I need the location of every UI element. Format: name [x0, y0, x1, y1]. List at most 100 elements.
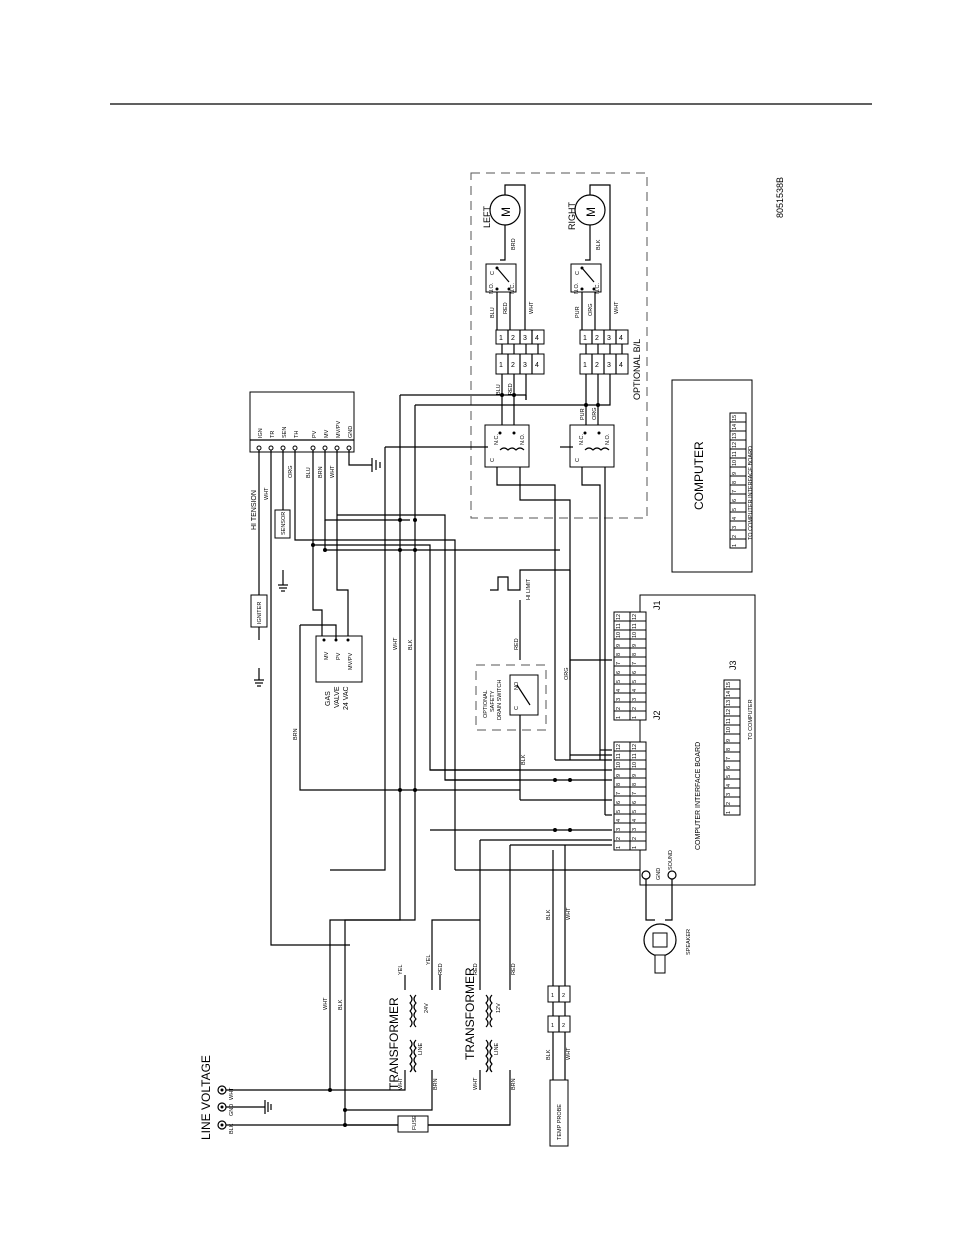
svg-text:BRN: BRN: [318, 466, 324, 478]
svg-text:BLK: BLK: [408, 639, 414, 650]
connector-pin-label: 3: [616, 698, 622, 701]
svg-text:N.C.: N.C.: [510, 283, 516, 294]
connector-pin-label: 10: [726, 727, 732, 733]
connector-pin-label: 10: [616, 762, 622, 768]
connector-pin-label: 1: [616, 716, 622, 719]
svg-text:1: 1: [551, 993, 554, 999]
svg-text:1: 1: [583, 335, 587, 342]
connector-pin-label: 8: [732, 481, 738, 484]
svg-text:WHT: WHT: [529, 301, 535, 314]
connector-pin-label: 11: [632, 623, 638, 629]
svg-text:GND: GND: [656, 868, 662, 880]
connector-pin-label: 11: [632, 753, 638, 759]
svg-text:YEL: YEL: [398, 965, 404, 975]
svg-text:WHT: WHT: [566, 1047, 572, 1060]
svg-text:RED: RED: [508, 383, 514, 395]
connector-pin-label: 6: [632, 801, 638, 804]
drain-switch-dashed-box: [475, 664, 547, 731]
connector-pin-label: 15: [726, 682, 732, 688]
right-motor: M RIGHT: [567, 194, 606, 230]
line-voltage-title: LINE VOLTAGE: [199, 1055, 213, 1140]
connector-pin-label: 6: [632, 671, 638, 674]
ground-icon: [278, 570, 288, 592]
svg-text:TO COMPUTER INTERFACE BOARD: TO COMPUTER INTERFACE BOARD: [748, 446, 754, 540]
connector-pin-label: 5: [632, 810, 638, 813]
connector-pin-label: 1: [616, 846, 622, 849]
svg-text:TEMP PROBE: TEMP PROBE: [557, 1104, 563, 1140]
svg-text:BLU: BLU: [496, 384, 502, 395]
svg-text:BRN: BRN: [293, 728, 299, 740]
svg-text:WHT: WHT: [614, 301, 620, 314]
svg-text:COMPUTER INTERFACE BOARD: COMPUTER INTERFACE BOARD: [695, 742, 702, 850]
left-motor: M LEFT: [482, 194, 521, 228]
connector-pin-label: 3: [726, 793, 732, 796]
svg-text:ORG: ORG: [564, 667, 570, 680]
connector-pin-label: 9: [726, 739, 732, 742]
svg-text:WHT: WHT: [393, 637, 399, 650]
connector-pin-label: 12: [616, 744, 622, 750]
svg-text:4: 4: [535, 362, 539, 369]
connector-pin-label: 10: [616, 632, 622, 638]
svg-text:C: C: [575, 271, 581, 275]
connector-pin-label: 7: [616, 662, 622, 665]
connector-pin-label: 10: [732, 460, 738, 466]
svg-text:TR: TR: [270, 431, 276, 438]
right-limit-switch: N.O. C N.C.: [570, 263, 602, 294]
svg-text:M: M: [499, 207, 513, 217]
connector-pin-label: 12: [726, 709, 732, 715]
fuse: FUSE: [397, 1115, 429, 1133]
svg-text:LINE: LINE: [418, 1042, 424, 1055]
interface-board-pin-rows: 1234567891011121234567891011121234567891…: [613, 611, 741, 851]
hi-tension-label: HI TENSION: [251, 490, 258, 530]
svg-text:BLK: BLK: [546, 1049, 552, 1060]
line-voltage-terminals: WHT GND BLK: [217, 1085, 235, 1134]
connector-pin-label: 2: [616, 707, 622, 710]
basket-lift-label: OPTIONAL B/L: [632, 339, 642, 400]
transformer-12v-title: TRANSFORMER: [463, 967, 477, 1060]
svg-text:C: C: [490, 458, 496, 462]
connector-pin-label: 13: [732, 433, 738, 439]
svg-text:C: C: [514, 706, 520, 710]
ignition-terminal-labels: IGN TR SEN TH PV MV MV/PV GND: [258, 421, 354, 438]
svg-text:MV: MV: [324, 429, 330, 438]
connector-pin-label: 10: [632, 762, 638, 768]
svg-text:BLK: BLK: [521, 754, 527, 765]
svg-text:WHT: WHT: [398, 1077, 404, 1090]
connector-pin-label: 3: [616, 828, 622, 831]
svg-text:TO COMPUTER: TO COMPUTER: [748, 699, 754, 740]
connector-pin-label: 13: [726, 700, 732, 706]
svg-text:SPEAKER: SPEAKER: [686, 929, 692, 955]
connector-pin-label: 5: [616, 810, 622, 813]
svg-text:J1: J1: [652, 600, 662, 610]
connector-pin-label: 8: [632, 783, 638, 786]
ignition-module: [249, 391, 355, 453]
svg-text:3: 3: [607, 335, 611, 342]
right-relay: N.C. C N.O.: [569, 424, 615, 468]
svg-text:NO: NO: [514, 681, 520, 690]
connector-pin-label: 15: [732, 415, 738, 421]
svg-text:3: 3: [523, 362, 527, 369]
svg-text:1: 1: [499, 362, 503, 369]
svg-text:MV: MV: [324, 651, 330, 660]
connector-pin-label: 7: [726, 757, 732, 760]
svg-text:ORG: ORG: [592, 407, 598, 420]
svg-text:RED: RED: [514, 638, 520, 650]
svg-text:BRD: BRD: [511, 238, 517, 250]
connector-pin-label: 11: [732, 451, 738, 457]
connector-pin-label: 14: [726, 691, 732, 697]
connector-pin: [723, 679, 741, 690]
connector-pin-label: 1: [632, 846, 638, 849]
svg-text:4: 4: [619, 335, 623, 342]
connector-pin-label: 3: [732, 526, 738, 529]
connector-pin-label: 6: [726, 766, 732, 769]
connector-pin-label: 2: [632, 707, 638, 710]
svg-text:SEN: SEN: [282, 427, 288, 438]
svg-text:MV/PV: MV/PV: [336, 421, 342, 438]
connector-pin-label: 12: [632, 744, 638, 750]
connector-pin-label: 4: [616, 819, 622, 822]
connector-pin-label: 1: [632, 716, 638, 719]
svg-text:WHT: WHT: [473, 1077, 479, 1090]
